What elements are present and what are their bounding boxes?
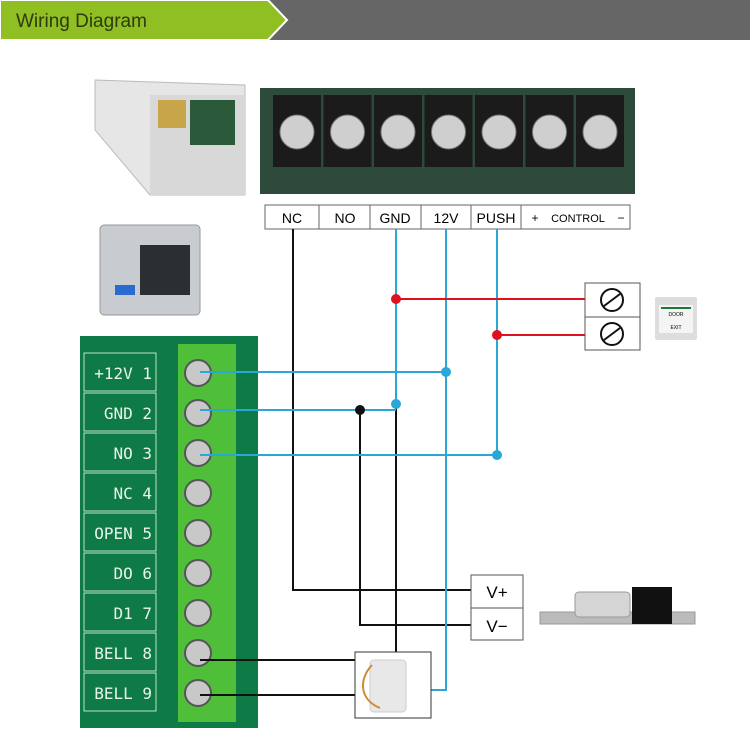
wire-12v bbox=[431, 229, 447, 691]
screw-terminal bbox=[380, 114, 416, 150]
screw-terminal bbox=[532, 114, 567, 150]
junction-dots bbox=[355, 294, 502, 460]
controller-screw bbox=[184, 439, 212, 467]
power-supply-terminal-image bbox=[260, 88, 635, 194]
wires bbox=[200, 229, 585, 696]
control-label: CONTROL bbox=[551, 213, 605, 225]
screw-terminal bbox=[481, 114, 517, 150]
doorbell-image bbox=[354, 651, 432, 719]
screw-terminal bbox=[431, 114, 466, 150]
control-plus: + bbox=[531, 211, 538, 225]
exit-button-terminal bbox=[584, 282, 641, 351]
controller-terminal-label: DO 6 bbox=[113, 564, 152, 583]
controller-terminal-label: NC 4 bbox=[113, 484, 152, 503]
header-title-band bbox=[0, 0, 289, 41]
power-supply-box-image bbox=[94, 79, 246, 196]
controller-terminal-label: OPEN 5 bbox=[94, 524, 152, 543]
terminal-label-gnd: GND bbox=[379, 210, 410, 226]
screw-terminal bbox=[582, 114, 618, 150]
controller-screw bbox=[184, 599, 212, 627]
controller-terminal-label: D1 7 bbox=[113, 604, 152, 623]
control-minus: − bbox=[617, 211, 624, 225]
wire-gnd-to-lock-vminus bbox=[359, 408, 471, 626]
screw-terminal bbox=[279, 114, 315, 150]
page-title: Wiring Diagram bbox=[16, 11, 147, 32]
controller-screw bbox=[184, 399, 212, 427]
controller-terminal-label: NO 3 bbox=[113, 444, 152, 463]
electric-bolt-lock-image bbox=[539, 587, 696, 625]
svg-text:EXIT: EXIT bbox=[670, 325, 681, 331]
terminal-label-12v: 12V bbox=[434, 210, 460, 226]
controller-screw bbox=[184, 559, 212, 587]
keypad-reader-image bbox=[99, 224, 201, 316]
controller-terminal-label: BELL 8 bbox=[94, 644, 152, 663]
terminal-label-no: NO bbox=[335, 210, 356, 226]
wire-nc-to-lock-vplus bbox=[292, 229, 471, 591]
screw-terminal bbox=[330, 114, 365, 150]
svg-text:DOOR: DOOR bbox=[669, 312, 684, 318]
controller-terminal-label: GND 2 bbox=[104, 404, 152, 423]
power-supply-terminal-labels: NC NO GND 12V PUSH + CONTROL − bbox=[264, 204, 631, 230]
exit-button-image: DOOR EXIT bbox=[655, 297, 697, 340]
lock-vminus-label: V− bbox=[486, 617, 507, 636]
terminal-label-nc: NC bbox=[282, 210, 302, 226]
controller-screw bbox=[184, 479, 212, 507]
controller-screw bbox=[184, 679, 212, 707]
terminal-label-push: PUSH bbox=[477, 210, 516, 226]
controller-terminal-board: +12V 1 GND 2 NO 3 NC 4 OPEN 5 DO 6 D1 7 BELL 8 B… bbox=[80, 336, 258, 728]
controller-screw bbox=[184, 639, 212, 667]
controller-terminal-label: +12V 1 bbox=[94, 364, 152, 383]
lock-vplus-label: V+ bbox=[486, 583, 507, 602]
controller-screw bbox=[184, 519, 212, 547]
lock-terminal: V+ V− bbox=[470, 574, 524, 641]
controller-terminal-label: BELL 9 bbox=[94, 684, 152, 703]
